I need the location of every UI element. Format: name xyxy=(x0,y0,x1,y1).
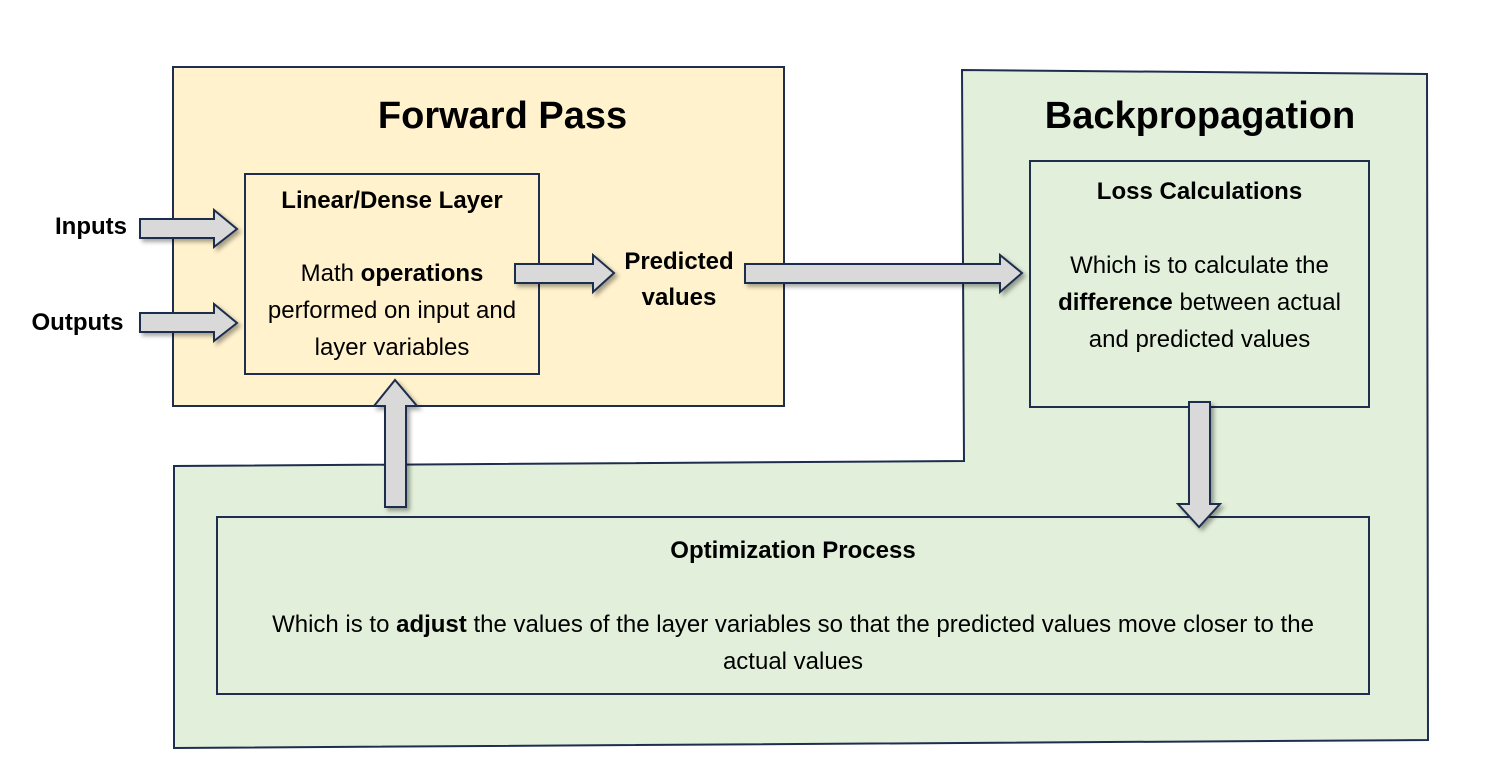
dense-layer-text: Math operations performed on input and l… xyxy=(267,260,517,361)
optimization-title: Optimization Process xyxy=(670,537,916,564)
inputs-arrow xyxy=(139,207,239,250)
loss-text: Which is to calculate the difference bet… xyxy=(1058,252,1341,353)
outputs-label: Outputs xyxy=(31,309,124,336)
optimization-box xyxy=(216,516,1370,695)
loss-to-optimization-arrow xyxy=(1175,401,1223,529)
dense-layer-box xyxy=(244,173,540,375)
operations-keyword: operations xyxy=(360,260,484,287)
optimization-text: Which is to adjust the values of the lay… xyxy=(272,611,1314,675)
optimization-to-layer-arrow xyxy=(371,378,420,508)
adjust-keyword: adjust xyxy=(396,611,467,638)
dense-layer-title: Linear/Dense Layer xyxy=(281,187,503,214)
inputs-label: Inputs xyxy=(55,213,127,240)
outputs-arrow xyxy=(139,301,239,344)
layer-to-predicted-arrow xyxy=(514,252,616,295)
predicted-to-loss-arrow xyxy=(744,252,1024,295)
loss-box xyxy=(1029,160,1370,408)
difference-keyword: difference xyxy=(1058,289,1173,316)
backprop-title: Backpropagation xyxy=(1044,95,1356,137)
predicted-values-label: Predicted values xyxy=(624,248,734,311)
forward-pass-title: Forward Pass xyxy=(377,95,628,137)
loss-title: Loss Calculations xyxy=(1096,178,1303,205)
